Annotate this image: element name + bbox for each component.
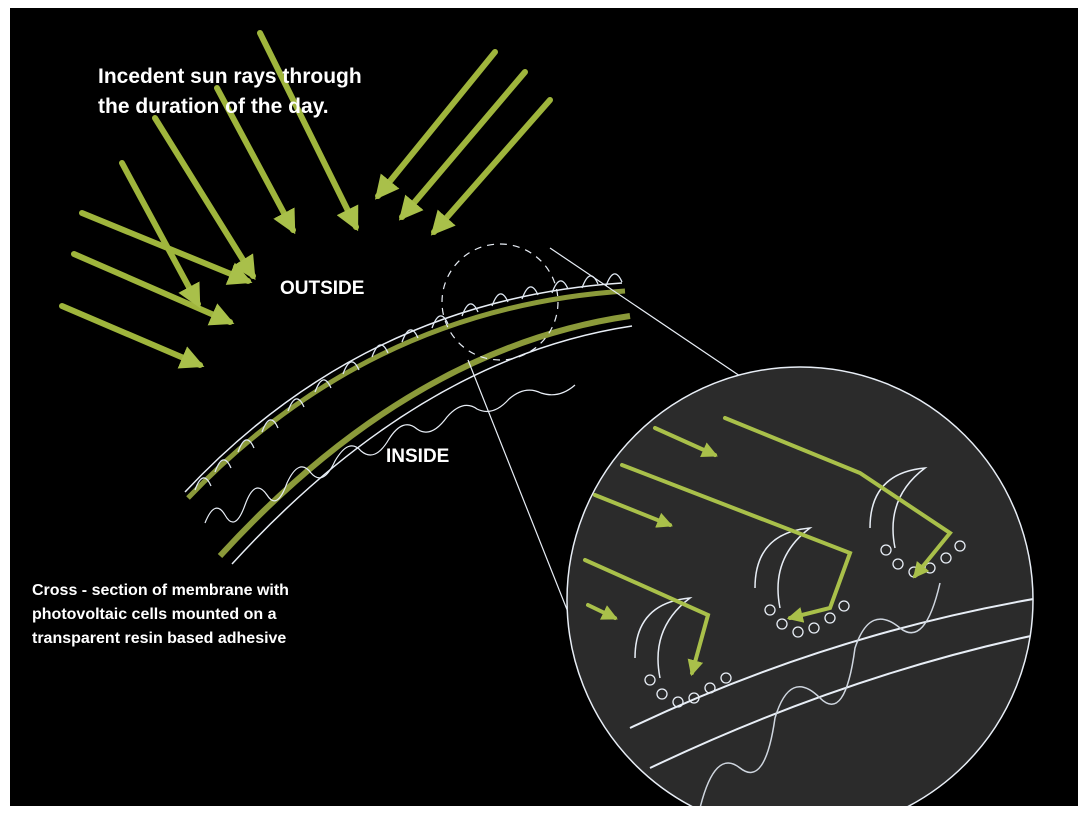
membrane-diagram (10, 8, 1078, 806)
caption-line-1: Cross - section of membrane with (32, 579, 452, 603)
title-line-1: Incedent sun rays through (98, 62, 458, 92)
zoom-circle (567, 367, 1033, 806)
zoom-detail (567, 367, 1070, 806)
inner-white-line (232, 326, 632, 564)
outside-label: OUTSIDE (280, 278, 364, 300)
title-line-2: the duration of the day. (98, 92, 458, 122)
sun-ray (62, 306, 200, 365)
inner-green-band (220, 316, 630, 556)
caption-line-2: photovoltaic cells mounted on a (32, 603, 452, 627)
inside-label: INSIDE (386, 446, 449, 468)
diagram-canvas: Incedent sun rays through the duration o… (10, 8, 1078, 806)
diagram-caption: Cross - section of membrane with photovo… (32, 579, 452, 651)
sun-rays-title: Incedent sun rays through the duration o… (98, 62, 458, 122)
caption-line-3: transparent resin based adhesive (32, 627, 452, 651)
membrane-cross-section (185, 244, 632, 564)
